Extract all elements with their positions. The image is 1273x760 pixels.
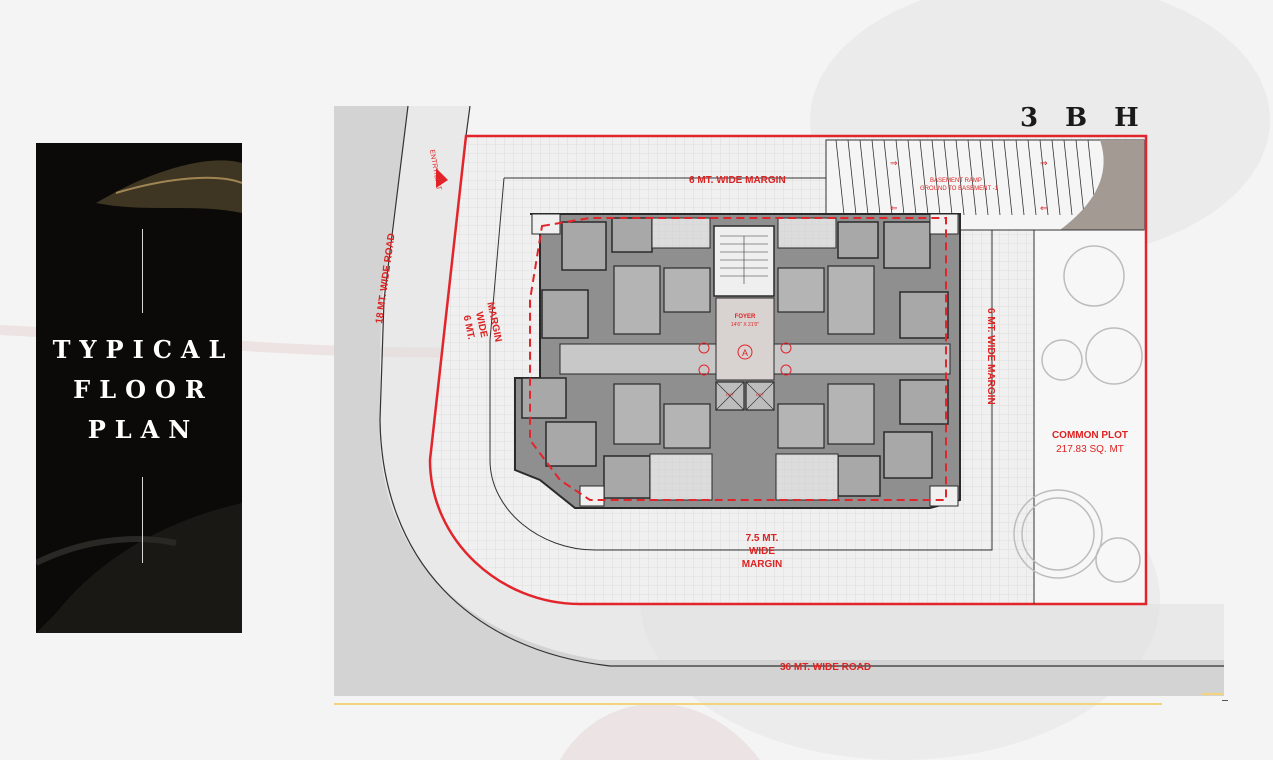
- entry-arrow: [436, 168, 448, 188]
- page-title: TYPICAL FLOOR PLAN: [36, 330, 242, 450]
- foyer-size-label: 14'6" X 21'0": [731, 322, 759, 328]
- road-surface: [334, 106, 1224, 696]
- svg-text:6 MT.: 6 MT.: [461, 314, 477, 340]
- ramp-label-1: BASEMENT RAMP: [930, 178, 982, 184]
- svg-text:⇐: ⇐: [1040, 203, 1048, 213]
- road-bottom-label: 36 MT. WIDE ROAD: [780, 662, 871, 673]
- margin-bottom-label: 7.5 MT. WIDE MARGIN: [742, 533, 783, 570]
- lift-1-label: LIFT: [726, 392, 735, 397]
- common-plot-area: [1034, 228, 1146, 604]
- title-line-2: FLOOR: [73, 375, 214, 404]
- footer-accent-line-short: [1202, 693, 1224, 695]
- lift-2-label: LIFT: [756, 392, 765, 397]
- building-setback-line: [529, 217, 947, 501]
- ramp-label-2: GROUND TO BASEMENT -1: [920, 186, 999, 192]
- svg-text:WIDE: WIDE: [749, 546, 775, 557]
- svg-text:7.5 MT.: 7.5 MT.: [746, 533, 779, 544]
- road-edge-top: [465, 105, 471, 137]
- common-plot-features: [1013, 245, 1143, 583]
- title-line-1: TYPICAL: [52, 335, 235, 364]
- road-edge-left: [379, 105, 1224, 667]
- margin-top-label: 6 MT. WIDE MARGIN: [689, 175, 786, 186]
- title-line-3: PLAN: [87, 415, 200, 444]
- svg-text:WIDE: WIDE: [473, 311, 489, 339]
- margin-left-label: 6 MT. WIDE MARGIN: [461, 301, 504, 343]
- title-panel: TYPICAL FLOOR PLAN: [36, 143, 242, 633]
- footer-accent-line: [334, 703, 1162, 705]
- core-marker-circle: [737, 344, 753, 360]
- divider-bottom: [142, 477, 143, 563]
- margin-line: [489, 177, 1144, 551]
- foyer-area: [715, 297, 775, 381]
- svg-text:⇒: ⇒: [1040, 158, 1048, 168]
- common-plot-label: COMMON PLOT: [1052, 430, 1128, 441]
- svg-text:⇒: ⇒: [890, 158, 898, 168]
- core-marker-label: A: [742, 348, 748, 358]
- common-plot-area-label: 217.83 SQ. MT: [1056, 444, 1124, 455]
- svg-text:⇐: ⇐: [890, 203, 898, 213]
- divider-top: [142, 229, 143, 313]
- svg-text:MARGIN: MARGIN: [742, 559, 783, 570]
- margin-right-label: 6 MT. WIDE MARGIN: [985, 308, 996, 405]
- building: [514, 213, 961, 509]
- gold-leaf-decoration: [36, 160, 242, 633]
- footer-dash: [1222, 700, 1228, 701]
- plot-boundary: [428, 134, 1148, 606]
- foyer-label: FOYER: [735, 314, 756, 320]
